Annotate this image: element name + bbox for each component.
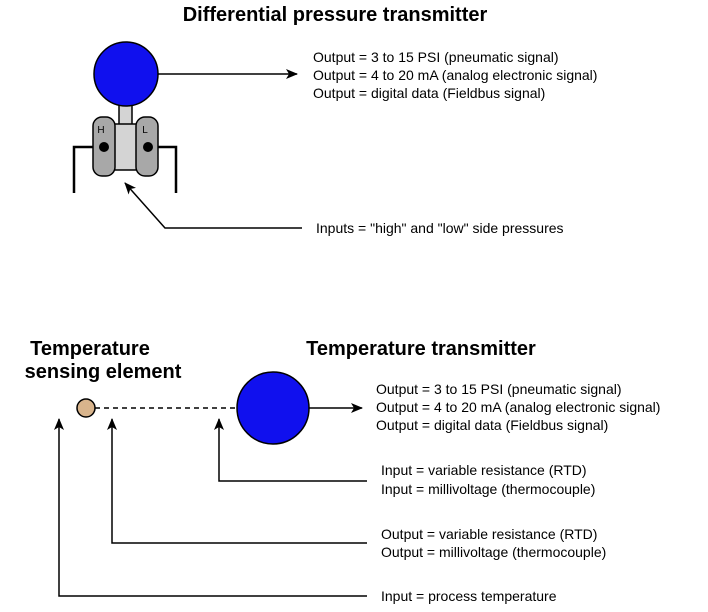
temp-element-title-line1: Temperature — [30, 338, 150, 360]
dp-high-port-dot — [99, 142, 109, 152]
dp-inputs-arrow — [124, 182, 302, 229]
dp-inputs-label: Inputs = "high" and "low" side pressures — [316, 220, 564, 236]
temp-output-digital: Output = digital data (Fieldbus signal) — [376, 417, 608, 433]
dp-low-port-dot — [143, 142, 153, 152]
dp-high-label: H — [97, 125, 104, 136]
temp-element-output-tc: Output = millivoltage (thermocouple) — [381, 544, 606, 560]
temp-element-title-line2: sensing element — [25, 361, 182, 383]
dp-transmitter-head — [93, 41, 159, 107]
temp-process-input-label: Input = process temperature — [381, 588, 557, 604]
temp-transmitter-input-rtd: Input = variable resistance (RTD) — [381, 462, 587, 478]
dp-low-label: L — [142, 125, 148, 136]
temp-transmitter-title: Temperature transmitter — [306, 338, 536, 360]
temp-process-input-arrow — [54, 418, 367, 597]
temp-transmitter-input-tc: Input = millivoltage (thermocouple) — [381, 481, 595, 497]
temp-transmitter-head — [236, 371, 310, 445]
dp-title: Differential pressure transmitter — [183, 4, 488, 26]
dp-output-digital: Output = digital data (Fieldbus signal) — [313, 85, 545, 101]
temp-element-output-rtd: Output = variable resistance (RTD) — [381, 526, 597, 542]
temp-transmitter-input-arrow — [214, 418, 367, 482]
temp-sensing-element — [76, 398, 96, 418]
dp-output-analog: Output = 4 to 20 mA (analog electronic s… — [313, 67, 597, 83]
temp-element-output-arrow — [107, 418, 367, 544]
dp-output-pneumatic: Output = 3 to 15 PSI (pneumatic signal) — [313, 49, 559, 65]
temp-output-pneumatic: Output = 3 to 15 PSI (pneumatic signal) — [376, 381, 622, 397]
temp-output-analog: Output = 4 to 20 mA (analog electronic s… — [376, 399, 660, 415]
